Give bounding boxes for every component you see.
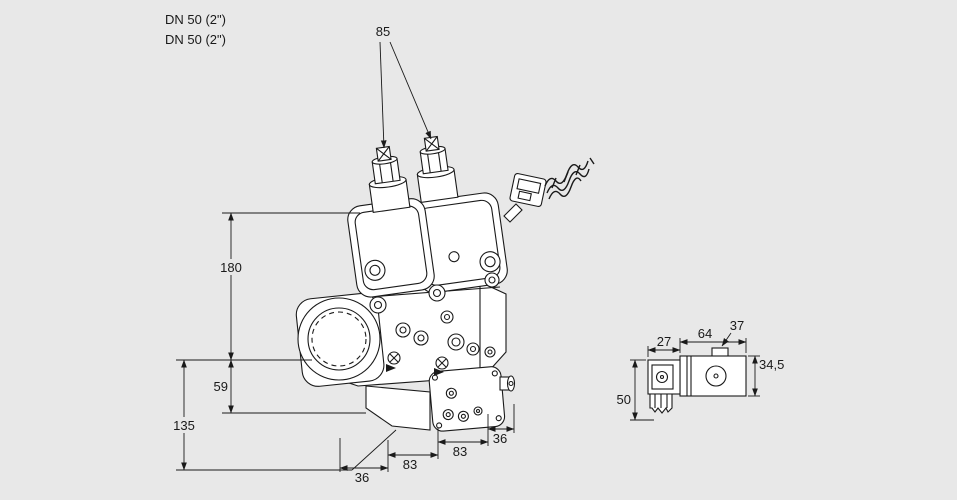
flange-bore-circle xyxy=(307,307,371,371)
electrical-connector xyxy=(503,172,547,223)
mounting-lugs xyxy=(369,272,500,314)
flange-thread-circle xyxy=(311,311,367,367)
dim-135 xyxy=(176,359,397,471)
flow-arrow-icon xyxy=(386,364,396,372)
side-view xyxy=(647,347,747,414)
port-label-bottom: DN 50 (2") xyxy=(165,32,226,47)
side-view-cable-gland xyxy=(649,393,673,414)
dim-85 xyxy=(379,41,432,149)
left-actuator xyxy=(368,145,411,213)
label-mask xyxy=(215,259,247,275)
dim-label-59: 59 xyxy=(214,379,228,394)
left-solenoid-housing xyxy=(347,198,435,298)
dim-34-5 xyxy=(748,355,760,397)
dim-label-64: 64 xyxy=(698,326,712,341)
dim-label-180: 180 xyxy=(220,260,242,275)
right-actuator xyxy=(416,135,459,203)
dim-label-83-right: 83 xyxy=(453,444,467,459)
flow-arrow-icon xyxy=(434,368,444,376)
port-label-top: DN 50 (2") xyxy=(165,12,226,27)
dim-label-135: 135 xyxy=(173,418,195,433)
dim-50 xyxy=(630,359,654,421)
dim-37 xyxy=(721,332,732,347)
dim-64 xyxy=(679,338,747,353)
side-port xyxy=(499,375,516,392)
dim-label-27: 27 xyxy=(657,334,671,349)
dim-label-36-left: 36 xyxy=(355,470,369,485)
labels: DN 50 (2") DN 50 (2") 85 180 59 135 36 8… xyxy=(165,12,784,485)
dim-59 xyxy=(222,359,366,414)
dim-label-34-5: 34,5 xyxy=(759,357,784,372)
label-mask xyxy=(167,417,201,433)
dim-label-83-left: 83 xyxy=(403,457,417,472)
body-bolts-and-ports xyxy=(386,310,496,376)
flange-outer-circle xyxy=(297,297,381,381)
dim-label-85: 85 xyxy=(376,24,390,39)
dimension-lines xyxy=(176,41,760,472)
dim-bottom-staircase xyxy=(339,404,515,472)
dim-label-37: 37 xyxy=(730,318,744,333)
bottom-adapter xyxy=(365,385,431,431)
dim-label-50: 50 xyxy=(617,392,631,407)
main-valve-view xyxy=(295,135,595,432)
dim-label-36-right: 36 xyxy=(493,431,507,446)
pressure-regulator-block xyxy=(428,366,506,432)
dim-180 xyxy=(176,212,360,361)
cable xyxy=(544,157,595,200)
inlet-flange xyxy=(295,292,385,387)
